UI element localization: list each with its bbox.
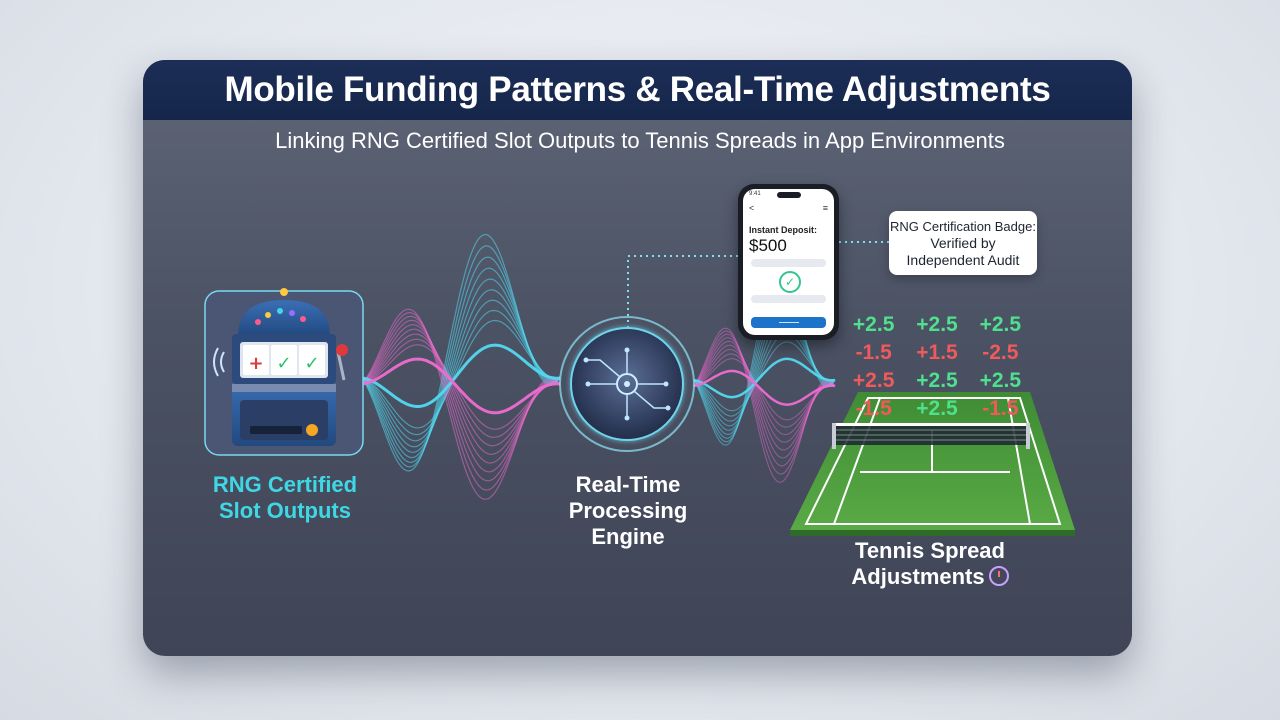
deposit-amount: $500 xyxy=(749,236,787,255)
wave-line xyxy=(693,340,836,451)
engine-label-line2: Processing xyxy=(568,498,688,523)
wave-line xyxy=(693,337,836,459)
wave-line xyxy=(693,358,836,421)
check-icon: ✓ xyxy=(779,271,801,293)
wave-line xyxy=(361,299,561,442)
spread-value: +2.5 xyxy=(916,313,958,336)
wave-line xyxy=(693,369,836,406)
spread-value: -1.5 xyxy=(855,341,892,364)
tennis-label-line2-wrap: Adjustments xyxy=(815,564,1045,590)
wave-line xyxy=(693,330,836,475)
title-bar: Mobile Funding Patterns & Real-Time Adju… xyxy=(143,60,1132,120)
wave-line xyxy=(361,357,561,415)
smartphone-icon: 9:41 < ≡ Instant Deposit: $500 ✓ xyxy=(738,184,839,340)
wave-line xyxy=(361,333,561,447)
wave-line xyxy=(693,344,836,443)
wave-line xyxy=(361,344,561,430)
svg-text:✓: ✓ xyxy=(276,353,291,374)
tennis-label-line2: Adjustments xyxy=(851,564,985,589)
spread-value: -1.5 xyxy=(982,397,1019,420)
spread-odds-grid: +2.5 +2.5 +2.5 -1.5 +1.5 -2.5 +2.5 +2.5 +2.5 -1.5… xyxy=(842,312,1032,422)
page-title: Mobile Funding Patterns & Real-Time Adju… xyxy=(224,70,1051,109)
page-subtitle: Linking RNG Certified Slot Outputs to Te… xyxy=(275,128,1005,153)
phone-screen: 9:41 < ≡ Instant Deposit: $500 ✓ xyxy=(743,189,834,335)
wave-line xyxy=(693,341,836,412)
deposit-label: Instant Deposit: xyxy=(749,225,818,235)
back-icon[interactable]: < xyxy=(749,203,755,213)
slot-outputs-label: RNG Certified Slot Outputs xyxy=(190,472,380,524)
slot-machine-icon: + ✓ ✓ xyxy=(204,288,364,456)
processing-engine-icon xyxy=(559,316,695,452)
menu-icon[interactable]: ≡ xyxy=(822,203,828,213)
data-waves xyxy=(361,233,836,500)
tennis-spread-label: Tennis Spread Adjustments xyxy=(815,538,1045,590)
wave-line xyxy=(361,309,561,436)
spread-value: +2.5 xyxy=(979,313,1022,336)
badge-line-audit: Independent Audit xyxy=(906,251,1020,268)
badge-line-verified: Verified by xyxy=(930,234,996,251)
certification-badge: RNG Certification Badge: Verified by Ind… xyxy=(889,211,1037,275)
wave-line xyxy=(693,333,836,417)
engine-label-line3: Engine xyxy=(591,524,665,549)
wave-line xyxy=(361,233,561,472)
wave-line xyxy=(361,308,561,500)
tennis-court-icon xyxy=(790,392,1075,536)
spread-value: +2.5 xyxy=(979,369,1022,392)
spread-value: +2.5 xyxy=(852,369,895,392)
slot-label-line2: Slot Outputs xyxy=(219,498,351,523)
engine-to-phone-connector xyxy=(627,255,738,358)
spread-value: -1.5 xyxy=(855,397,892,420)
wave-line xyxy=(361,338,561,438)
wave-line xyxy=(693,327,836,483)
svg-text:✓: ✓ xyxy=(304,353,319,374)
phone-field[interactable] xyxy=(751,259,826,267)
wave-line xyxy=(693,348,836,436)
spread-value: -2.5 xyxy=(982,341,1019,364)
phone-field[interactable] xyxy=(751,295,826,303)
dotted-connectors xyxy=(627,241,889,358)
wave-line xyxy=(361,319,561,429)
deposit-button[interactable] xyxy=(751,317,826,328)
spread-value: +2.5 xyxy=(916,369,958,392)
phone-status-time: 9:41 xyxy=(749,191,761,197)
engine-label: Real-Time Processing Engine xyxy=(548,472,708,550)
clock-icon xyxy=(988,566,1009,586)
phone-notch xyxy=(777,192,801,198)
spread-value: +2.5 xyxy=(916,397,958,420)
wave-line xyxy=(361,343,561,408)
tennis-label-line1: Tennis Spread xyxy=(855,538,1005,563)
spread-value: +1.5 xyxy=(916,341,958,364)
badge-title: RNG Certification Badge: xyxy=(890,218,1036,234)
spread-value: +2.5 xyxy=(852,313,895,336)
engine-label-line1: Real-Time xyxy=(575,472,681,497)
wave-line xyxy=(693,333,836,467)
svg-text:+: + xyxy=(248,353,263,374)
slot-label-line1: RNG Certified xyxy=(212,472,358,497)
wave-line xyxy=(693,357,836,399)
wave-line xyxy=(693,353,836,428)
